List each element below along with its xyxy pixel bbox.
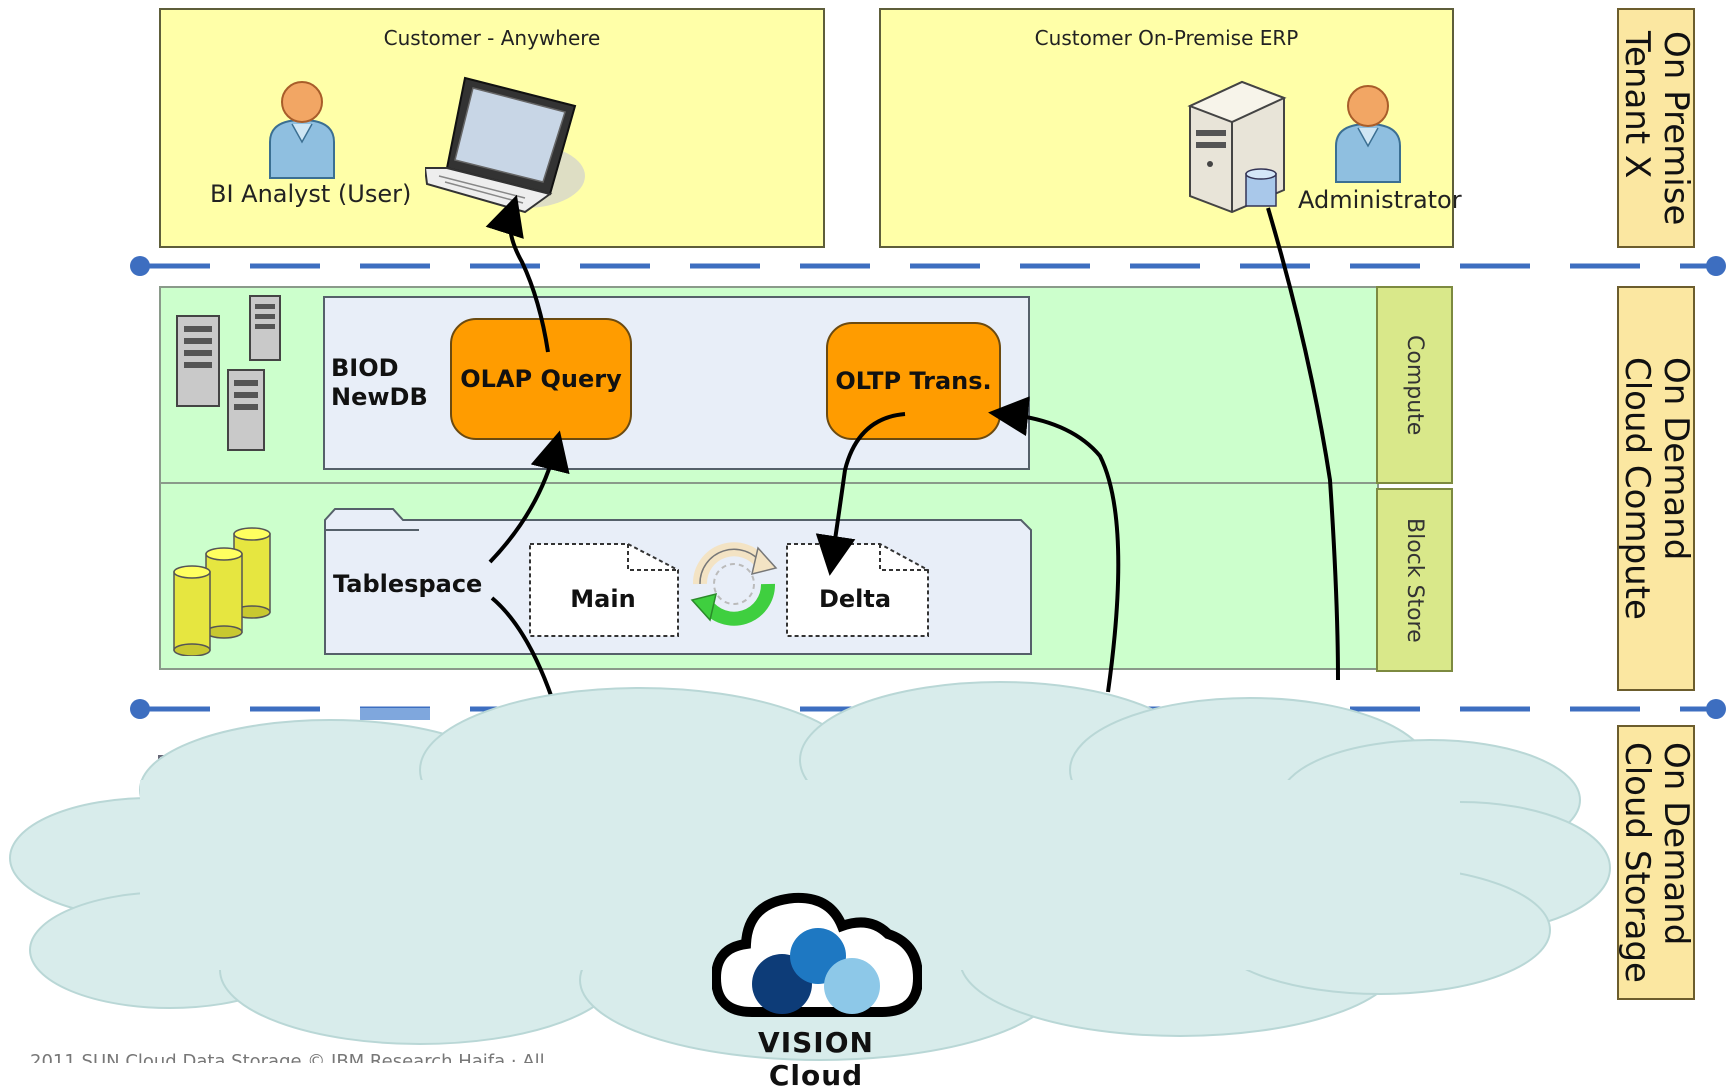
side-label-cloud-compute: On Demand Cloud Compute bbox=[1617, 286, 1697, 691]
olap-query-box[interactable]: OLAP Query bbox=[450, 318, 632, 440]
side-label-cloud-storage: On Demand Cloud Storage bbox=[1617, 725, 1697, 1000]
server-rack-icon bbox=[176, 295, 281, 451]
line-erp-to-cloud bbox=[1266, 207, 1340, 681]
delta-label: Delta bbox=[818, 585, 892, 613]
laptop-icon bbox=[425, 76, 585, 214]
vision-cloud-logo-text: VISION Cloud bbox=[758, 1026, 874, 1092]
tag-block-store-label: Block Store bbox=[1402, 517, 1427, 643]
side-label-on-premise: On Premise Tenant X bbox=[1617, 8, 1697, 248]
tag-compute: Compute bbox=[1376, 286, 1453, 484]
side-label-cloud-storage-text: On Demand Cloud Storage bbox=[1617, 742, 1697, 983]
footer-text: 2011 SUN Cloud Data Storage © IBM Resear… bbox=[30, 1051, 545, 1063]
side-label-cloud-compute-text: On Demand Cloud Compute bbox=[1617, 357, 1697, 620]
user-icon-administrator bbox=[1335, 85, 1401, 183]
arrow-oltp-to-delta bbox=[815, 412, 906, 576]
administrator-label: Administrator bbox=[1298, 186, 1462, 214]
erp-server-icon bbox=[1187, 80, 1287, 213]
oltp-trans-label: OLTP Trans. bbox=[835, 367, 992, 395]
user-icon-bi-analyst bbox=[269, 81, 335, 179]
tablespace-label: Tablespace bbox=[333, 570, 483, 598]
side-label-on-premise-text: On Premise Tenant X bbox=[1617, 30, 1697, 226]
zone-title-erp: Customer On-Premise ERP bbox=[1034, 26, 1299, 50]
olap-query-label: OLAP Query bbox=[460, 365, 622, 393]
line-tablespace-to-cloud bbox=[490, 596, 558, 711]
storage-layer-tab bbox=[360, 708, 430, 720]
tag-compute-label: Compute bbox=[1402, 334, 1427, 436]
arrow-tablespace-to-olap bbox=[488, 430, 570, 564]
arrows-layer bbox=[485, 194, 1340, 711]
bi-analyst-label: BI Analyst (User) bbox=[210, 180, 412, 208]
database-cylinders-icon bbox=[173, 527, 271, 656]
arrow-cloud-to-oltp bbox=[988, 396, 1121, 693]
sync-cycle-icon bbox=[690, 542, 778, 626]
vision-cloud-shape bbox=[9, 681, 1611, 1061]
tag-block-store: Block Store bbox=[1376, 488, 1453, 672]
biod-newdb-label: BIOD NewDB bbox=[331, 354, 428, 411]
vision-cloud-logo-icon bbox=[712, 892, 922, 1017]
zone-title-anywhere: Customer - Anywhere bbox=[383, 26, 601, 50]
arrow-olap-to-laptop bbox=[485, 194, 550, 353]
main-label: Main bbox=[570, 585, 636, 613]
separator-line-top bbox=[130, 256, 1726, 276]
oltp-trans-box[interactable]: OLTP Trans. bbox=[826, 322, 1001, 440]
main-document bbox=[529, 543, 679, 637]
